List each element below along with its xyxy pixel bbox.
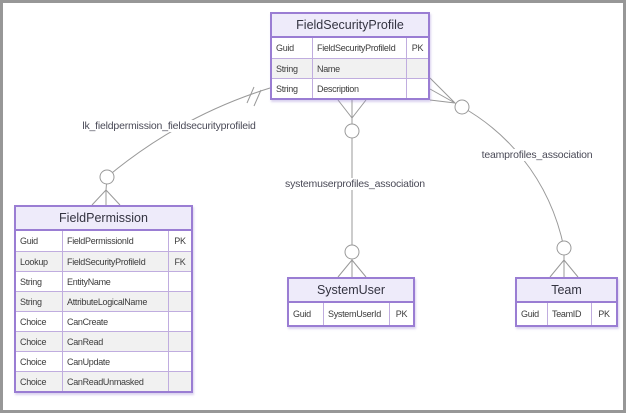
attr-name: CanReadUnmasked bbox=[62, 372, 168, 391]
attr-name: FieldPermissionId bbox=[62, 231, 168, 251]
connector-teamprofiles bbox=[454, 102, 565, 249]
attr-type: Choice bbox=[20, 376, 47, 387]
attr-name: TeamID bbox=[547, 303, 591, 325]
relationship-label-lk-fieldpermission: lk_fieldpermission_fieldsecurityprofilei… bbox=[79, 120, 259, 132]
attribute-row: Choice CanReadUnmasked bbox=[16, 371, 191, 391]
attr-name: CanCreate bbox=[62, 312, 168, 331]
entity-systemuser[interactable]: SystemUser Guid SystemUserId PK bbox=[287, 277, 415, 327]
attr-type: Guid bbox=[293, 309, 311, 319]
attr-type: Guid bbox=[521, 309, 539, 319]
relationship-label-teamprofiles: teamprofiles_association bbox=[478, 149, 596, 161]
entity-fieldpermission[interactable]: FieldPermission Guid FieldPermissionId P… bbox=[14, 205, 193, 393]
attr-type: String bbox=[276, 63, 298, 74]
attribute-row: String EntityName bbox=[16, 271, 191, 291]
attribute-row: Choice CanUpdate bbox=[16, 351, 191, 371]
attr-key bbox=[168, 292, 191, 311]
attr-name: Name bbox=[312, 59, 406, 78]
attr-key bbox=[168, 272, 191, 291]
attr-key bbox=[406, 79, 428, 98]
attr-type: String bbox=[20, 276, 42, 287]
attr-name: EntityName bbox=[62, 272, 168, 291]
attr-type: Choice bbox=[20, 356, 47, 367]
attribute-row: String Name bbox=[272, 58, 428, 78]
attr-key bbox=[168, 372, 191, 391]
entity-title: FieldPermission bbox=[16, 207, 191, 231]
crowfoot-systemuser bbox=[337, 259, 367, 278]
entity-title: SystemUser bbox=[289, 279, 413, 303]
attr-key bbox=[168, 352, 191, 371]
attr-type: Lookup bbox=[20, 256, 48, 267]
zero-many-circle bbox=[344, 123, 360, 139]
attribute-row: Guid FieldSecurityProfileId PK bbox=[272, 38, 428, 58]
attribute-row: Guid FieldPermissionId PK bbox=[16, 231, 191, 251]
entity-fieldsecurityprofile[interactable]: FieldSecurityProfile Guid FieldSecurityP… bbox=[270, 12, 430, 100]
attribute-row: Guid SystemUserId PK bbox=[289, 303, 413, 325]
attr-name: Description bbox=[312, 79, 406, 98]
attr-type: Choice bbox=[20, 316, 47, 327]
attr-name: FieldSecurityProfileId bbox=[312, 38, 406, 58]
attribute-row: String AttributeLogicalName bbox=[16, 291, 191, 311]
cardinality-exactly-one-marker bbox=[246, 86, 262, 107]
attr-key: PK bbox=[406, 38, 428, 58]
crowfoot-fsp-bottom bbox=[337, 99, 367, 119]
attr-key bbox=[406, 59, 428, 78]
attribute-row: Choice CanRead bbox=[16, 331, 191, 351]
attr-key: FK bbox=[168, 252, 191, 271]
entity-title: FieldSecurityProfile bbox=[272, 14, 428, 38]
relationship-label-systemuserprofiles: systemuserprofiles_association bbox=[282, 178, 428, 190]
attribute-row: Choice CanCreate bbox=[16, 311, 191, 331]
crowfoot-fsp-right bbox=[429, 77, 456, 104]
attr-name: AttributeLogicalName bbox=[62, 292, 168, 311]
entity-title: Team bbox=[517, 279, 616, 303]
attr-key: PK bbox=[389, 303, 413, 325]
attribute-row: String Description bbox=[272, 78, 428, 98]
attr-type: String bbox=[20, 296, 42, 307]
attr-type: Guid bbox=[20, 236, 38, 246]
attr-name: CanUpdate bbox=[62, 352, 168, 371]
zero-many-circle bbox=[556, 240, 572, 256]
attr-type: String bbox=[276, 83, 298, 94]
attr-key: PK bbox=[591, 303, 616, 325]
attribute-row: Guid TeamID PK bbox=[517, 303, 616, 325]
zero-many-circle bbox=[344, 244, 360, 260]
attr-name: FieldSecurityProfileId bbox=[62, 252, 168, 271]
entity-team[interactable]: Team Guid TeamID PK bbox=[515, 277, 618, 327]
attr-type: Choice bbox=[20, 336, 47, 347]
attr-key: PK bbox=[168, 231, 191, 251]
attribute-row: Lookup FieldSecurityProfileId FK bbox=[16, 251, 191, 271]
attr-name: CanRead bbox=[62, 332, 168, 351]
zero-many-circle bbox=[99, 169, 115, 185]
zero-many-circle bbox=[454, 99, 470, 115]
attr-type: Guid bbox=[276, 43, 294, 53]
attr-name: SystemUserId bbox=[323, 303, 389, 325]
attr-key bbox=[168, 332, 191, 351]
attr-key bbox=[168, 312, 191, 331]
connector-lk-fieldpermission bbox=[106, 87, 271, 178]
